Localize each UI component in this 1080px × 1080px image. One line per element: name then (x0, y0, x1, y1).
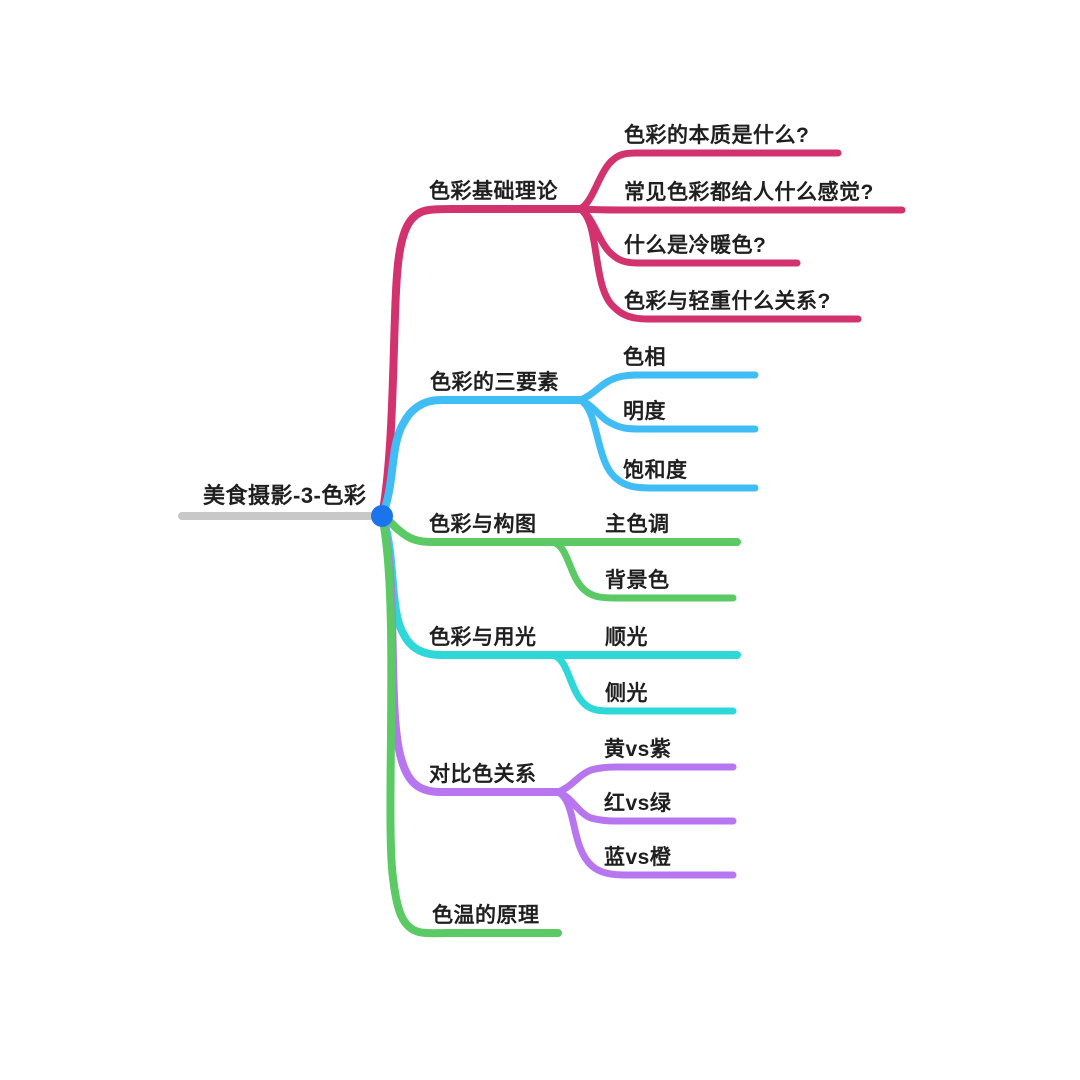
branch-color-composition-label[interactable]: 色彩与构图 (429, 513, 537, 536)
branch-color-basics-child-0-path (576, 149, 842, 213)
branch-contrast-colors-child-2-label[interactable]: 蓝vs橙 (604, 846, 672, 869)
branch-color-composition-child-1-label[interactable]: 背景色 (605, 569, 670, 592)
branch-contrast-colors-child-0-path (554, 763, 737, 796)
branch-three-elements-child-1-path (576, 396, 759, 433)
branch-contrast-colors-child-2-path (554, 788, 737, 879)
branch-contrast-colors-child-0-label[interactable]: 黄vs紫 (604, 738, 672, 761)
branch-color-temperature-trunk-path (378, 512, 562, 938)
branch-three-elements-child-0-label[interactable]: 色相 (623, 346, 666, 369)
branch-color-basics-child-0-label[interactable]: 色彩的本质是什么? (624, 124, 810, 147)
branch-three-elements-child-2-path (576, 396, 759, 492)
root-dot[interactable] (371, 505, 393, 527)
branch-color-lighting-child-1-path (549, 651, 737, 715)
branch-contrast-colors-child-1-label[interactable]: 红vs绿 (604, 792, 672, 815)
branch-contrast-colors-label[interactable]: 对比色关系 (429, 763, 537, 786)
branch-color-basics-label[interactable]: 色彩基础理论 (429, 180, 558, 203)
branch-color-lighting-child-0-label[interactable]: 顺光 (605, 626, 648, 649)
branch-color-basics-child-1-path (576, 205, 906, 214)
branch-color-basics-child-2-label[interactable]: 什么是冷暖色? (624, 234, 767, 257)
branch-three-elements-child-0-path (576, 371, 759, 404)
branch-color-lighting-child-1-label[interactable]: 侧光 (605, 682, 648, 705)
branch-color-temperature-label[interactable]: 色温的原理 (432, 904, 540, 927)
branch-three-elements-child-1-label[interactable]: 明度 (623, 400, 666, 423)
branch-color-composition-child-0-label[interactable]: 主色调 (605, 513, 670, 536)
branch-color-basics-child-1-label[interactable]: 常见色彩都给人什么感觉? (624, 181, 874, 204)
branch-three-elements-child-2-label[interactable]: 饱和度 (623, 459, 688, 482)
branch-color-basics-child-3-label[interactable]: 色彩与轻重什么关系? (624, 290, 831, 313)
branch-three-elements-trunk-path (378, 396, 584, 520)
branch-color-lighting-label[interactable]: 色彩与用光 (429, 626, 537, 649)
branch-color-composition-child-1-path (549, 538, 737, 602)
branch-color-basics-trunk-path (378, 205, 584, 520)
root-node-label[interactable]: 美食摄影-3-色彩 (203, 483, 367, 508)
branch-three-elements-label[interactable]: 色彩的三要素 (430, 371, 559, 394)
branch-color-basics-child-3-path (576, 205, 862, 323)
